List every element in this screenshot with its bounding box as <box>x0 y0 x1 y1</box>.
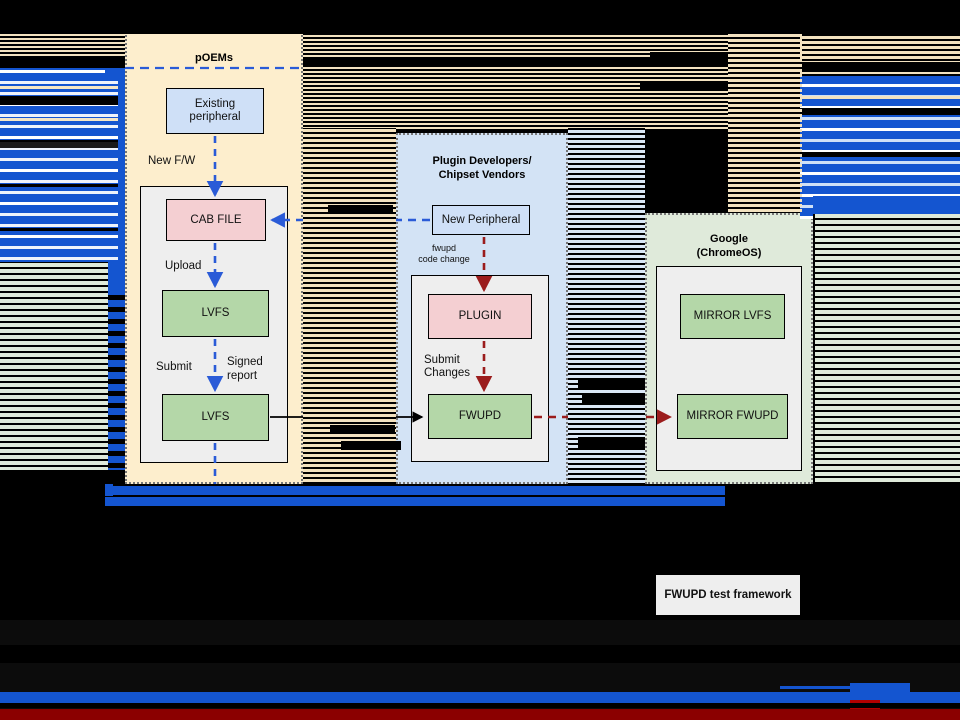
node-fwupd[interactable]: FWUPD <box>428 394 532 439</box>
edge-label-signed-report-line2: report <box>227 370 258 382</box>
node-mirror-lvfs-label: MIRROR LVFS <box>693 310 772 322</box>
node-cab-file-label: CAB FILE <box>190 213 242 226</box>
edge-label-submit: Submit <box>156 361 192 373</box>
lane-plugin-title-line1: Plugin Developers/ <box>432 155 532 167</box>
node-plugin-label: PLUGIN <box>458 310 502 322</box>
node-lvfs-upload[interactable]: LVFS <box>162 290 269 337</box>
node-existing-peripheral-line1: Existing <box>194 98 236 110</box>
node-mirror-fwupd[interactable]: MIRROR FWUPD <box>677 394 788 439</box>
lane-poems-title: pOEMs <box>195 52 233 64</box>
node-plugin[interactable]: PLUGIN <box>428 294 532 339</box>
edge-label-submit-changes-line1: Submit <box>424 354 460 366</box>
node-new-peripheral[interactable]: New Peripheral <box>432 205 530 235</box>
node-existing-peripheral[interactable]: Existing peripheral <box>166 88 264 134</box>
node-cab-file[interactable]: CAB FILE <box>166 199 266 241</box>
node-existing-peripheral-line2: peripheral <box>189 111 241 123</box>
edge-label-new-fw: New F/W <box>148 155 196 167</box>
node-fwupd-label: FWUPD <box>458 410 502 422</box>
edge-label-submit-changes-line2: Changes <box>424 367 471 379</box>
node-lvfs-submit[interactable]: LVFS <box>162 394 269 441</box>
node-mirror-fwupd-label: MIRROR FWUPD <box>686 410 779 422</box>
node-mirror-lvfs[interactable]: MIRROR LVFS <box>680 294 785 339</box>
node-new-peripheral-label: New Peripheral <box>441 213 521 226</box>
edge-label-fwupd-code-change-line2: code change <box>418 254 470 264</box>
node-lvfs-upload-label: LVFS <box>201 307 230 319</box>
lane-google-title-line1: Google <box>710 233 748 245</box>
edge-label-fwupd-code-change-line1: fwupd <box>431 243 457 253</box>
node-lvfs-submit-label: LVFS <box>201 411 230 423</box>
lane-plugin-title-line2: Chipset Vendors <box>438 169 526 181</box>
edge-label-signed-report-line1: Signed <box>227 356 263 368</box>
edge-label-upload: Upload <box>165 260 202 272</box>
lane-google-title-line2: (ChromeOS) <box>696 247 762 259</box>
